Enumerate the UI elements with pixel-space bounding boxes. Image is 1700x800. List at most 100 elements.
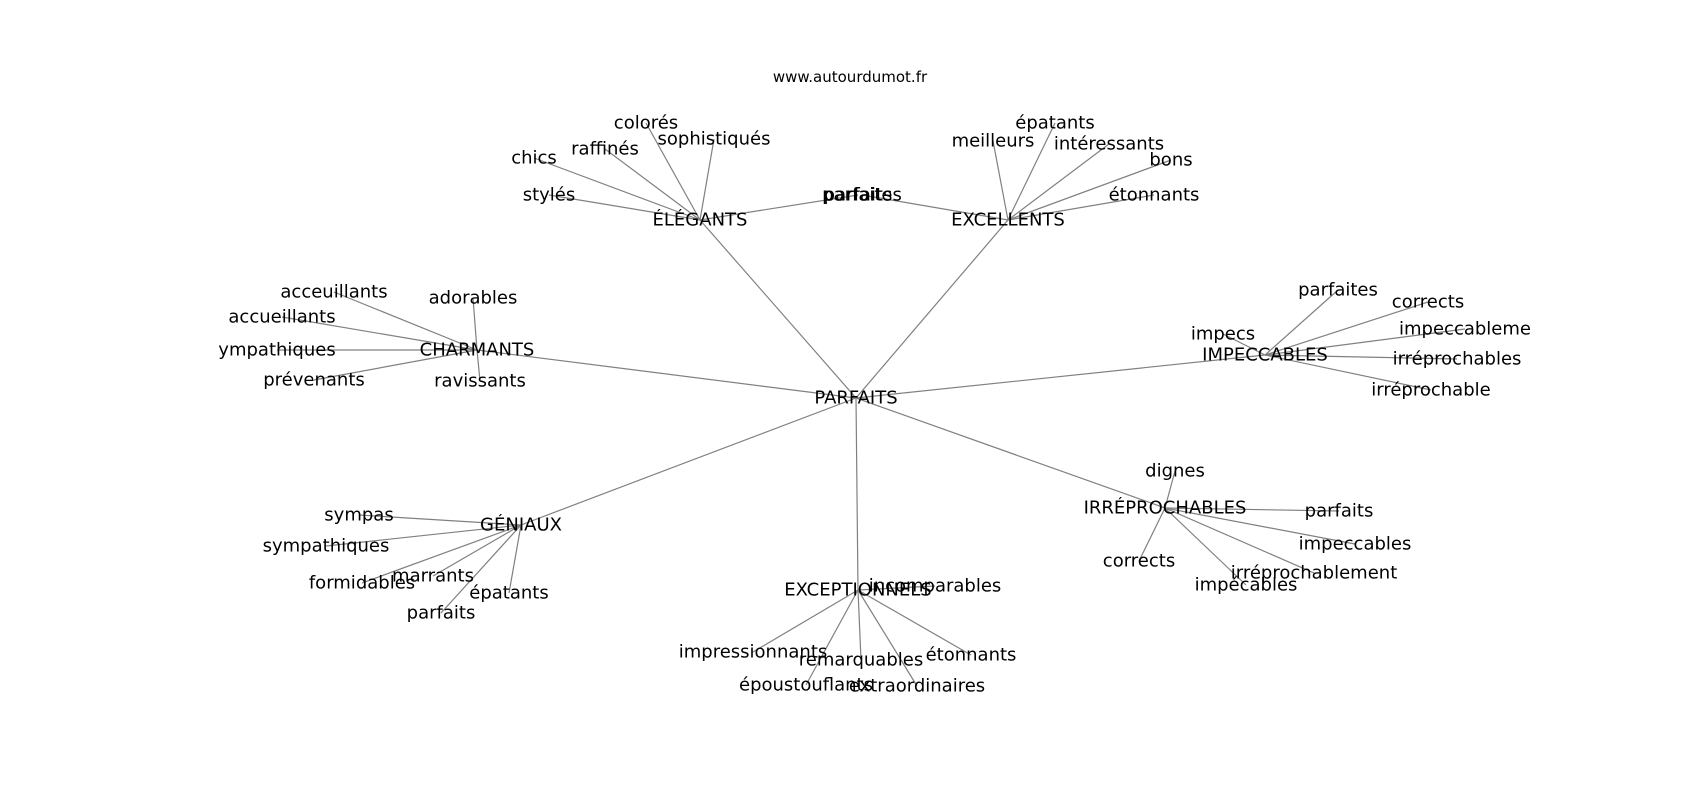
leaf-node-label: épatants — [1015, 113, 1094, 134]
edge-cluster-1-leaf-4 — [699, 138, 715, 221]
edge-cluster-2-leaf-5 — [1007, 159, 1172, 221]
cluster-node-label: GÉNIAUX — [480, 514, 562, 536]
leaf-node-label: prévenants — [263, 370, 365, 391]
edge-cluster-3-leaf-6 — [476, 349, 481, 382]
edge-cluster-2-leaf-6 — [1007, 194, 1155, 221]
leaf-node-label: parfaits — [824, 185, 893, 206]
edge-cluster-1-leaf-3 — [645, 122, 701, 221]
leaf-node-label: accueillants — [228, 307, 335, 328]
edge-cluster-4-leaf-3 — [1222, 333, 1266, 356]
edge-center-to-1 — [699, 219, 857, 399]
leaf-node-label: stylés — [523, 185, 576, 206]
leaf-node-label: acceuillants — [280, 282, 387, 303]
edge-cluster-6-leaf-6 — [1164, 507, 1247, 586]
edge-cluster-5-leaf-1 — [358, 514, 522, 526]
leaf-node-label: meilleurs — [952, 131, 1035, 152]
leaf-node-label: remarquables — [799, 650, 923, 671]
cluster-node-label: IRRÉPROCHABLES — [1084, 497, 1247, 519]
edge-cluster-7-leaf-1 — [857, 585, 936, 591]
edge-cluster-2-leaf-2 — [992, 140, 1009, 221]
edge-cluster-3-leaf-2 — [281, 316, 478, 351]
edge-center-to-2 — [855, 219, 1009, 399]
edge-cluster-4-leaf-1 — [1264, 289, 1339, 356]
edge-cluster-6-leaf-2 — [1164, 507, 1340, 512]
edge-cluster-5-leaf-2 — [325, 524, 522, 547]
leaf-node-label: marrants — [392, 566, 474, 587]
edge-cluster-6-leaf-5 — [1164, 507, 1315, 574]
site-label: www.autourdumot.fr — [773, 68, 928, 86]
edge-center-to-6 — [855, 397, 1166, 509]
leaf-node-label: sympas — [324, 505, 393, 526]
cluster-node-label: EXCEPTIONNELS — [784, 580, 931, 601]
edge-center-to-3 — [476, 349, 857, 399]
edge-cluster-6-leaf-3 — [1164, 507, 1356, 545]
leaf-node-label: parfaits — [1305, 501, 1374, 522]
leaf-node-label: dignes — [1145, 461, 1205, 482]
leaf-node-label: bons — [1149, 150, 1192, 171]
leaf-node-label: colorés — [614, 113, 678, 134]
edge-cluster-7-leaf-3 — [857, 589, 862, 661]
leaf-node-label: impeccables — [1299, 534, 1412, 555]
leaf-node-label: étonnants — [926, 645, 1017, 666]
edge-cluster-7-leaf-6 — [857, 589, 918, 687]
edge-cluster-7-leaf-5 — [805, 589, 859, 686]
center-node-label: PARFAITS — [814, 388, 897, 409]
edge-cluster-4-leaf-4 — [1264, 328, 1466, 356]
edge-cluster-5-leaf-4 — [361, 524, 522, 584]
leaf-node-label: irréprochable — [1371, 380, 1490, 401]
leaf-node-label: impressionnants — [679, 642, 828, 663]
leaf-node-label: adorables — [429, 288, 518, 309]
leaf-node-label: ravissants — [434, 371, 526, 392]
edge-cluster-1-leaf-1 — [533, 157, 701, 221]
leaf-node-label: parfaites — [822, 185, 902, 206]
leaf-node-label: corrects — [1392, 292, 1464, 313]
leaf-node-label: parfaites — [1298, 280, 1378, 301]
leaf-node-label: irréprochablement — [1231, 563, 1398, 584]
edge-cluster-7-leaf-4 — [857, 589, 972, 656]
leaf-node-label: parfaits — [407, 603, 476, 624]
leaf-node-label: ympathiques — [218, 340, 335, 361]
edge-cluster-3-leaf-5 — [313, 349, 478, 381]
edge-cluster-7-leaf-2 — [752, 589, 859, 653]
leaf-node-label: sympathiques — [263, 536, 390, 557]
leaf-node-label: époustouflants — [739, 675, 873, 696]
cluster-node-label: IMPECCABLES — [1202, 345, 1328, 366]
edge-cluster-5-leaf-6 — [440, 524, 522, 614]
edge-cluster-1-leaf-6 — [699, 194, 859, 221]
edge-cluster-4-leaf-2 — [1264, 301, 1429, 356]
leaf-node-label: impecs — [1191, 324, 1255, 345]
edge-cluster-2-leaf-4 — [1007, 143, 1110, 221]
leaf-node-label: sophistiqués — [658, 129, 771, 150]
label-layer: PARFAITS ÉLÉGANTS chics raffinés coloréssoph… — [218, 113, 1531, 697]
leaf-node-label: irréprochables — [1393, 349, 1522, 370]
cluster-node-label: ÉLÉGANTS — [653, 209, 748, 231]
edge-cluster-6-leaf-4 — [1138, 507, 1166, 562]
edge-cluster-3-leaf-1 — [333, 291, 478, 351]
leaf-node-label: incomparables — [869, 576, 1002, 597]
edge-cluster-5-leaf-3 — [432, 524, 522, 577]
edge-center-to-4 — [855, 354, 1266, 399]
edge-center-to-5 — [520, 397, 857, 526]
leaf-node-label: épatants — [469, 583, 548, 604]
edge-center-to-7 — [855, 397, 859, 591]
edge-layer — [277, 122, 1466, 687]
edge-cluster-2-leaf-3 — [1007, 122, 1056, 221]
leaf-node-label: intéressants — [1054, 134, 1164, 155]
leaf-node-label: étonnants — [1109, 185, 1200, 206]
edge-cluster-3-leaf-3 — [472, 297, 478, 351]
leaf-node-label: impécables — [1195, 575, 1298, 596]
leaf-node-label: raffinés — [571, 139, 639, 160]
edge-cluster-5-leaf-5 — [508, 524, 522, 594]
leaf-node-label: chics — [511, 148, 557, 169]
cluster-node-label: CHARMANTS — [420, 340, 535, 361]
edge-cluster-1-leaf-5 — [548, 194, 701, 221]
edge-cluster-6-leaf-1 — [1164, 470, 1176, 509]
edge-cluster-2-leaf-1 — [861, 194, 1009, 221]
cluster-node-label: EXCELLENTS — [951, 210, 1065, 231]
leaf-node-label: corrects — [1103, 551, 1175, 572]
edge-cluster-4-leaf-6 — [1264, 354, 1432, 391]
leaf-node-label: extraordinaires — [849, 676, 985, 697]
leaf-node-label: formidables — [309, 573, 415, 594]
edge-cluster-1-leaf-2 — [604, 148, 701, 221]
